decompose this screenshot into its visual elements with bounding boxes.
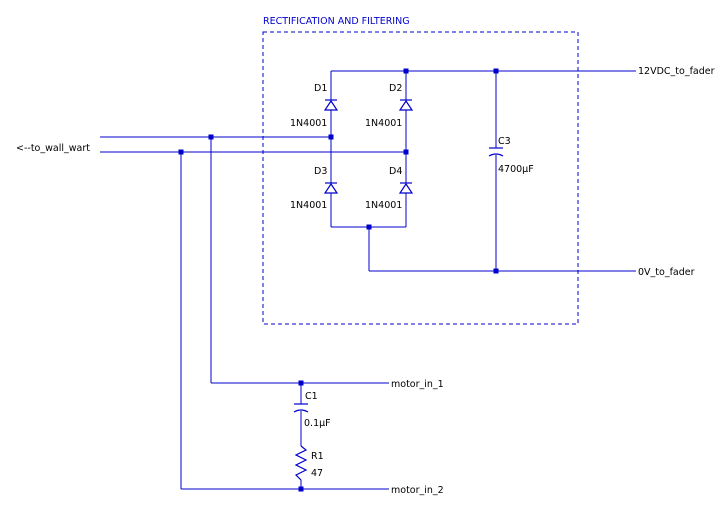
r1-ref: R1 [311, 451, 324, 462]
resistor-r1 [294, 445, 308, 481]
junction-node [403, 68, 409, 74]
net-label-12vdc: 12VDC_to_fader [638, 66, 715, 77]
rectification-filtering-box [262, 31, 579, 325]
diode-d2-body [398, 99, 414, 111]
wires [100, 70, 636, 490]
net-label-motor2: motor_in_2 [391, 485, 444, 496]
net-label-motor1: motor_in_1 [391, 379, 444, 390]
c1-value: 0.1µF [304, 418, 331, 429]
capacitor-c3-plate-bottom [488, 153, 504, 157]
junction-node [366, 224, 372, 230]
d4-ref: D4 [389, 166, 402, 177]
r1-value: 47 [311, 468, 323, 479]
diode-d1 [323, 99, 339, 111]
diode-d1-body [323, 99, 339, 111]
capacitor-c1 [293, 403, 309, 413]
c3-ref: C3 [498, 136, 511, 147]
d1-ref: D1 [314, 83, 327, 94]
junction-node [298, 380, 304, 386]
junction-node [298, 486, 304, 492]
diode-d2 [398, 99, 414, 111]
c1-ref: C1 [305, 391, 318, 402]
diode-d3-body [323, 182, 339, 194]
junction-nodes [178, 68, 499, 492]
net-label-0v: 0V_to_fader [638, 267, 695, 278]
junction-node [493, 68, 499, 74]
d3-part: 1N4001 [290, 200, 327, 211]
diode-d3 [323, 182, 339, 194]
junction-node [403, 149, 409, 155]
c3-value: 4700µF [498, 164, 534, 175]
junction-node [493, 268, 499, 274]
capacitor-c1-plate-bottom [293, 409, 309, 413]
junction-node [178, 149, 184, 155]
junction-node [208, 134, 214, 140]
net-label-input: <--to_wall_wart [16, 143, 90, 154]
d2-part: 1N4001 [365, 118, 402, 129]
capacitor-c3 [488, 147, 504, 157]
d4-part: 1N4001 [365, 200, 402, 211]
d3-ref: D3 [314, 166, 327, 177]
d1-part: 1N4001 [290, 118, 327, 129]
diode-d4 [398, 182, 414, 194]
d2-ref: D2 [389, 83, 402, 94]
diode-d4-body [398, 182, 414, 194]
section-title: RECTIFICATION AND FILTERING [263, 16, 410, 27]
junction-node [328, 134, 334, 140]
